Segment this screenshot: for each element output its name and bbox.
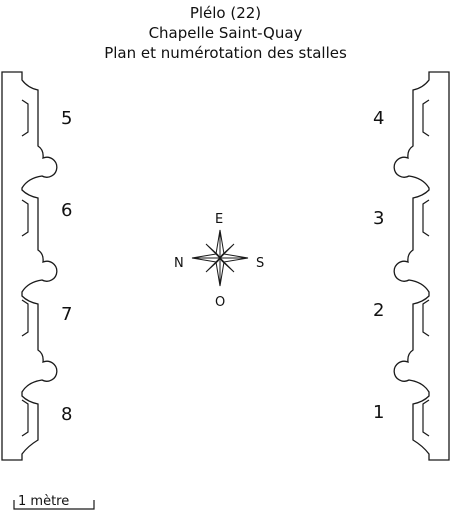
left-stall-row-outline	[1, 71, 58, 461]
stall-number-1: 1	[373, 402, 384, 423]
scale-label: 1 mètre	[18, 494, 69, 509]
stall-number-6: 6	[61, 200, 72, 221]
right-stall-row-outline	[393, 71, 450, 461]
stall-number-8: 8	[61, 404, 72, 425]
stall-number-7: 7	[61, 304, 72, 325]
stall-number-2: 2	[373, 300, 384, 321]
title-location: Plélo (22)	[189, 4, 262, 22]
stall-number-3: 3	[373, 208, 384, 229]
right-seat-segments	[422, 99, 430, 437]
compass-rose-icon	[191, 229, 249, 287]
title-subtitle: Plan et numérotation des stalles	[104, 44, 347, 62]
stall-number-5: 5	[61, 108, 72, 129]
scale-bar	[13, 500, 95, 510]
compass-west-label: O	[215, 295, 225, 310]
compass-south-label: S	[256, 256, 264, 271]
left-seat-segments	[21, 99, 29, 437]
compass-east-label: E	[215, 212, 223, 227]
title-chapel: Chapelle Saint-Quay	[148, 24, 303, 42]
title-block: Plélo (22) Chapelle Saint-Quay Plan et n…	[0, 3, 451, 63]
compass-north-label: N	[174, 256, 184, 271]
stall-number-4: 4	[373, 108, 384, 129]
